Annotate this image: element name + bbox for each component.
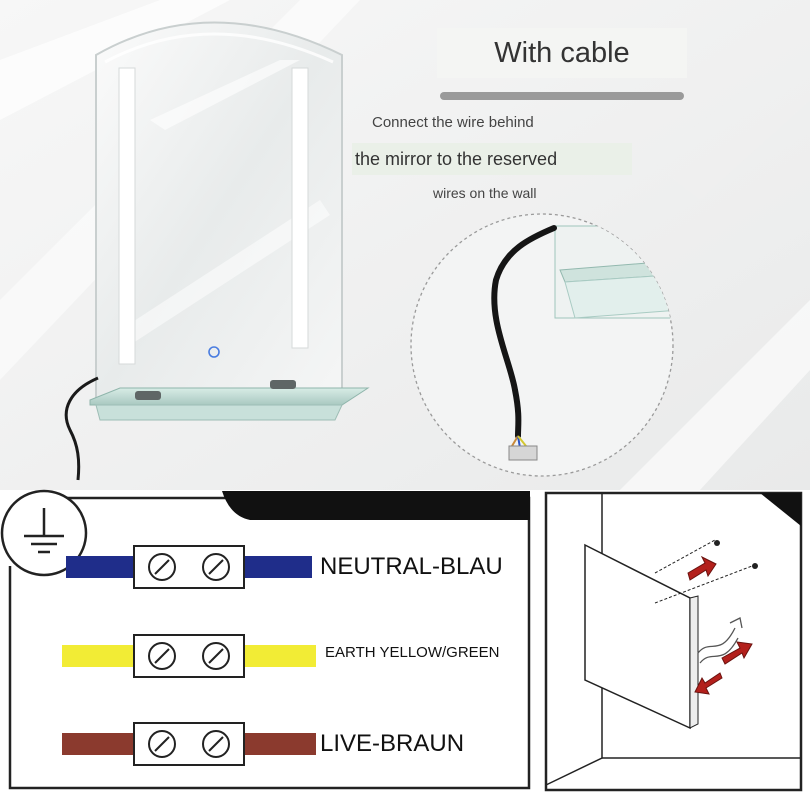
earth-ground-icon xyxy=(0,489,88,577)
neutral-wire-row xyxy=(66,545,312,589)
live-wire-row xyxy=(62,722,316,766)
neutral-wire-label: NEUTRAL-BLAU xyxy=(320,553,503,580)
caption-highlight xyxy=(352,143,632,175)
mirror-illustration xyxy=(64,21,370,481)
wiring-diagram xyxy=(0,489,803,792)
caption-line-2: the mirror to the reserved xyxy=(355,149,558,169)
mounting-arrow-icon xyxy=(687,555,753,695)
earth-wire-row xyxy=(62,634,316,678)
title-underline xyxy=(440,92,684,100)
caption-line-3: wires on the wall xyxy=(433,185,537,201)
title: With cable xyxy=(437,28,687,78)
product-photo xyxy=(0,0,810,490)
mounting-diagram xyxy=(544,491,803,792)
cable-detail-circle xyxy=(410,213,674,477)
live-wire-label: LIVE-BRAUN xyxy=(320,730,465,757)
caption-line-1: Connect the wire behind xyxy=(372,114,534,131)
earth-wire-label: EARTH YELLOW/GREEN xyxy=(325,644,500,661)
